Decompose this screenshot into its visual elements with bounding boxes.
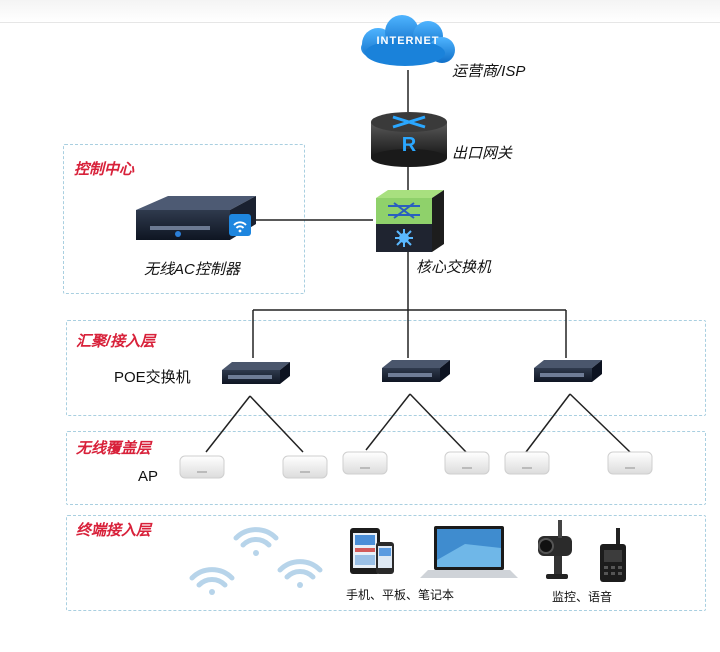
security-camera-icon <box>538 520 572 579</box>
tablet-icon <box>350 528 380 574</box>
ap-label: AP <box>138 468 159 485</box>
window-top-bar <box>0 0 720 23</box>
core-switch-icon <box>376 190 444 252</box>
coverage-zone <box>66 431 706 505</box>
poe-switch-3-icon <box>534 360 602 382</box>
poe-switch-label: POE交换机 <box>114 369 191 386</box>
internet-cloud-label: INTERNET <box>376 35 440 47</box>
wifi-signal-1-icon <box>189 567 235 595</box>
phone-icon <box>376 542 394 574</box>
walkie-talkie-icon <box>600 528 626 582</box>
wifi-signal-3-icon <box>277 559 323 588</box>
ac-controller-icon <box>136 196 256 240</box>
aggregation-zone <box>66 320 706 416</box>
devices-label: 手机、平板、笔记本 <box>346 588 455 602</box>
isp-label: 运营商/ISP <box>452 63 526 80</box>
router-letter: R <box>401 134 417 156</box>
router-icon <box>371 112 447 167</box>
ap-6-icon <box>607 451 653 475</box>
poe-switch-1-icon <box>222 362 290 384</box>
terminal-title: 终端接入层 <box>76 522 152 539</box>
internet-cloud-icon <box>361 15 455 66</box>
connection-lines <box>205 70 631 453</box>
ap-1-icon <box>179 455 225 479</box>
ap-5-icon <box>504 451 550 475</box>
ac-controller-label: 无线AC控制器 <box>144 261 240 278</box>
security-devices-label: 监控、语音 <box>552 590 613 604</box>
terminal-zone <box>66 515 706 611</box>
gateway-label: 出口网关 <box>452 145 513 162</box>
poe-switch-2-icon <box>382 360 450 382</box>
coverage-title: 无线覆盖层 <box>76 440 152 457</box>
control-center-zone <box>63 144 305 294</box>
ap-4-icon <box>444 451 490 475</box>
ap-3-icon <box>342 451 388 475</box>
wifi-signal-2-icon <box>233 527 279 556</box>
aggregation-title: 汇聚/接入层 <box>76 333 156 350</box>
ap-2-icon <box>282 455 328 479</box>
control-center-title: 控制中心 <box>74 161 135 178</box>
core-switch-label: 核心交换机 <box>416 259 492 276</box>
laptop-icon <box>420 526 518 578</box>
